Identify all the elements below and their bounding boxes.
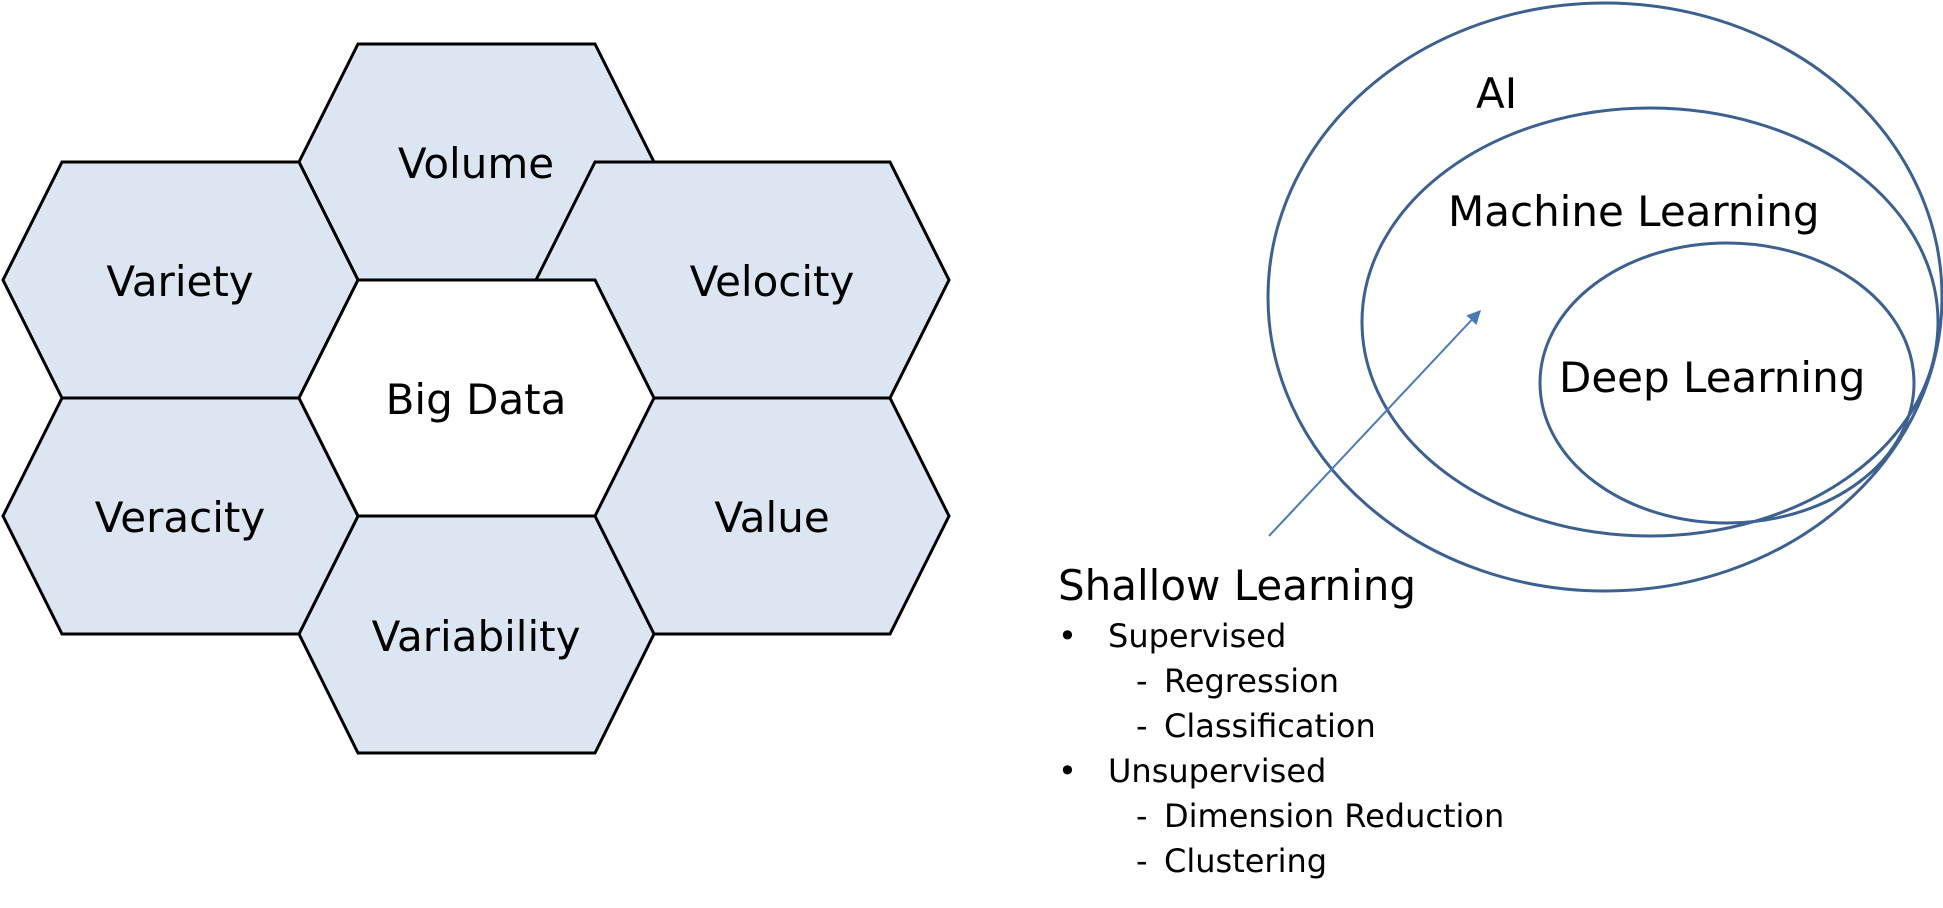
bullet-marker: • [1058, 752, 1077, 790]
shallow-learning-pointer-arrow [1268, 309, 1481, 537]
label-machine-learning: Machine Learning [1448, 187, 1820, 236]
dash-marker: - [1136, 842, 1148, 880]
label-value: Value [714, 493, 829, 542]
item-classification: Classification [1164, 707, 1376, 745]
dash-marker: - [1136, 707, 1148, 745]
unsupervised-group: • Unsupervised - Dimension Reduction - C… [1058, 749, 1504, 884]
list-item: - Classification [1058, 704, 1504, 749]
label-veracity: Veracity [95, 493, 265, 542]
group-label-unsupervised: Unsupervised [1108, 752, 1327, 790]
ai-nested-ellipses: AI Machine Learning Deep Learning [1266, 1, 1943, 593]
list-item: • Unsupervised [1058, 749, 1504, 794]
supervised-group: • Supervised - Regression - Classificati… [1058, 614, 1504, 749]
big-data-hexagon-cluster: Volume Velocity Value Variability Veraci… [1, 42, 951, 755]
label-velocity: Velocity [690, 257, 855, 306]
hex-big-data [297, 278, 656, 518]
bullet-marker: • [1058, 617, 1077, 655]
label-big-data: Big Data [386, 375, 567, 424]
list-item: - Clustering [1058, 839, 1504, 884]
label-ai: AI [1476, 69, 1517, 118]
label-variety: Variety [106, 257, 253, 306]
shallow-learning-title: Shallow Learning [1058, 561, 1417, 610]
item-dimension-reduction: Dimension Reduction [1164, 797, 1505, 835]
shallow-learning-panel: Shallow Learning • Supervised - Regressi… [1058, 558, 1504, 884]
list-item: - Regression [1058, 659, 1504, 704]
dash-marker: - [1136, 797, 1148, 835]
label-deep-learning: Deep Learning [1559, 353, 1865, 402]
ellipse-ai [1266, 1, 1943, 593]
list-item: - Dimension Reduction [1058, 794, 1504, 839]
item-regression: Regression [1164, 662, 1340, 700]
list-item: • Supervised [1058, 614, 1504, 659]
label-volume: Volume [398, 139, 554, 188]
group-label-supervised: Supervised [1108, 617, 1287, 655]
dash-marker: - [1136, 662, 1148, 700]
ellipse-deep-learning [1538, 241, 1916, 525]
item-clustering: Clustering [1164, 842, 1328, 880]
label-variability: Variability [372, 612, 581, 661]
ellipse-machine-learning [1360, 106, 1940, 538]
